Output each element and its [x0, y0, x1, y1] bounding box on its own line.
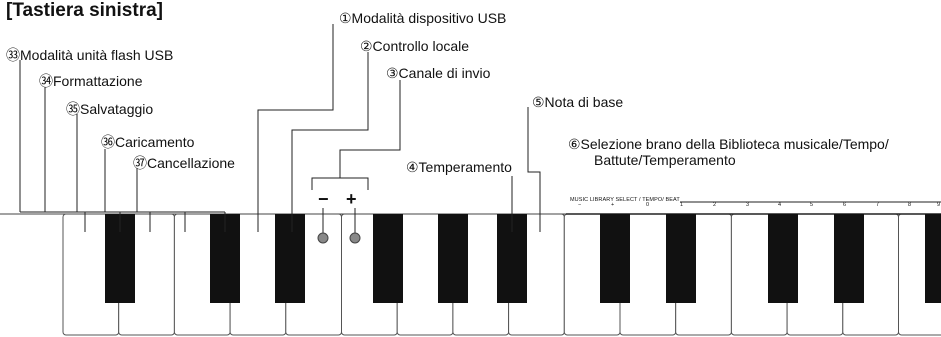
- panel-strip-mark: 8: [908, 202, 912, 208]
- leader-local-control: [291, 52, 369, 232]
- panel-strip-mark: +: [611, 202, 615, 208]
- leader-usb-device: [257, 24, 334, 232]
- label-base-note: ⑤Nota di base: [532, 94, 624, 110]
- black-key: [768, 214, 798, 303]
- black-key: [666, 214, 696, 303]
- label-usb-flash-mode: ㉝Modalità unità flash USB: [6, 47, 174, 63]
- plus-button-dot: [349, 232, 361, 244]
- black-key: [834, 214, 864, 303]
- label-usb-device-mode: ①Modalità dispositivo USB: [339, 10, 507, 26]
- bracket-minus-plus: [311, 177, 369, 190]
- leader-send-channel: [339, 80, 401, 178]
- minus-button-dot: [317, 232, 329, 244]
- label-saving: ㉟Salvataggio: [66, 101, 154, 117]
- panel-strip-mark: 7: [876, 202, 880, 208]
- diagram-title: [Tastiera sinistra]: [6, 0, 163, 21]
- panel-strip-mark: 4: [778, 202, 782, 208]
- black-key: [438, 214, 468, 303]
- plus-sign: +: [346, 189, 357, 209]
- label-music-library-select-line1: ⑥Selezione brano della Biblioteca musica…: [568, 136, 889, 152]
- black-key: [275, 214, 305, 303]
- label-temperament: ④Temperamento: [406, 159, 512, 175]
- panel-strip-mark: 5: [810, 202, 814, 208]
- panel-strip-mark: −: [578, 202, 582, 208]
- black-key: [600, 214, 630, 303]
- label-music-library-select-line2: Battute/Temperamento: [594, 152, 736, 168]
- panel-strip-mark: 9: [937, 202, 941, 208]
- label-send-channel: ③Canale di invio: [386, 65, 491, 81]
- panel-strip-label: MUSIC LIBRARY SELECT / TEMPO/ BEAT: [570, 197, 680, 203]
- label-local-control: ②Controllo locale: [360, 38, 470, 54]
- label-deletion: ㊲Cancellazione: [133, 155, 235, 171]
- label-formatting: ㉞Formattazione: [39, 73, 143, 89]
- label-loading: ㊱Caricamento: [101, 134, 195, 150]
- panel-strip-mark: 0: [646, 202, 650, 208]
- black-key: [373, 214, 403, 303]
- panel-strip-mark: 2: [713, 202, 717, 208]
- black-key: [925, 214, 941, 303]
- leader-base-note: [527, 107, 541, 232]
- panel-strip-mark: 3: [746, 202, 750, 208]
- panel-strip-mark: 1: [680, 202, 684, 208]
- minus-sign: −: [318, 189, 329, 209]
- panel-strip-mark: 6: [843, 202, 847, 208]
